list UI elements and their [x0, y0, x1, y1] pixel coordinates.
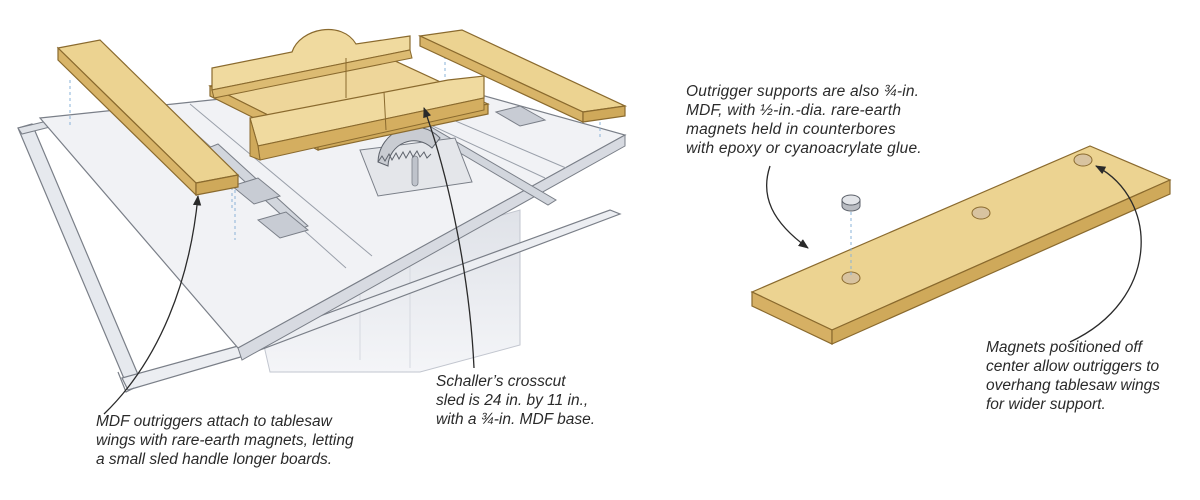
leader-outriggers — [103, 194, 202, 415]
caption-line: center allow outriggers to — [986, 358, 1160, 375]
outrigger-support-board — [750, 145, 1172, 345]
wing-opening-2 — [256, 211, 310, 239]
blade-slot — [411, 155, 419, 187]
caption-line: overhang tablesaw wings — [986, 377, 1161, 394]
leader-sled — [423, 107, 475, 369]
caption-line: with epoxy or cyanoacrylate glue. — [686, 140, 922, 157]
caption-line: MDF, with ½-in.-dia. rare-earth — [686, 102, 902, 119]
caption-line: Outrigger supports are also ¾-in. — [686, 83, 920, 100]
caption-magnets: Magnets positioned off center allow outr… — [986, 338, 1160, 414]
caption-sled: Schaller’s crosscut sled is 24 in. by 11… — [436, 372, 595, 429]
caption-line: MDF outriggers attach to tablesaw — [96, 413, 332, 430]
caption-line: with a ¾-in. MDF base. — [436, 411, 596, 428]
counterbore-hole-3 — [1073, 153, 1093, 167]
caption-line: sled is 24 in. by 11 in., — [436, 392, 589, 409]
saw-blade — [377, 126, 441, 167]
board-end-face — [831, 179, 1171, 345]
caption-line: for wider support. — [986, 396, 1106, 413]
wing-opening-3 — [494, 105, 547, 127]
tablesaw-illustration — [17, 28, 628, 415]
caption-line: a small sled handle longer boards. — [96, 451, 333, 468]
leader-supports — [766, 165, 809, 249]
caption-line: Magnets positioned off — [986, 339, 1142, 356]
rare-earth-magnet — [841, 194, 861, 212]
caption-line: wings with rare-earth magnets, letting — [96, 432, 354, 449]
outrigger-board-right — [417, 29, 628, 123]
crosscut-sled — [208, 28, 490, 161]
caption-line: magnets held in counterbores — [686, 121, 896, 138]
caption-outriggers: MDF outriggers attach to tablesaw wings … — [96, 412, 354, 469]
caption-line: Schaller’s crosscut — [436, 373, 566, 390]
caption-supports: Outrigger supports are also ¾-in. MDF, w… — [686, 82, 922, 158]
wing-opening-1 — [230, 177, 282, 205]
magnet-guide-lines — [69, 80, 236, 240]
leader-magnets — [1069, 165, 1142, 343]
counterbore-hole-2 — [971, 206, 991, 220]
